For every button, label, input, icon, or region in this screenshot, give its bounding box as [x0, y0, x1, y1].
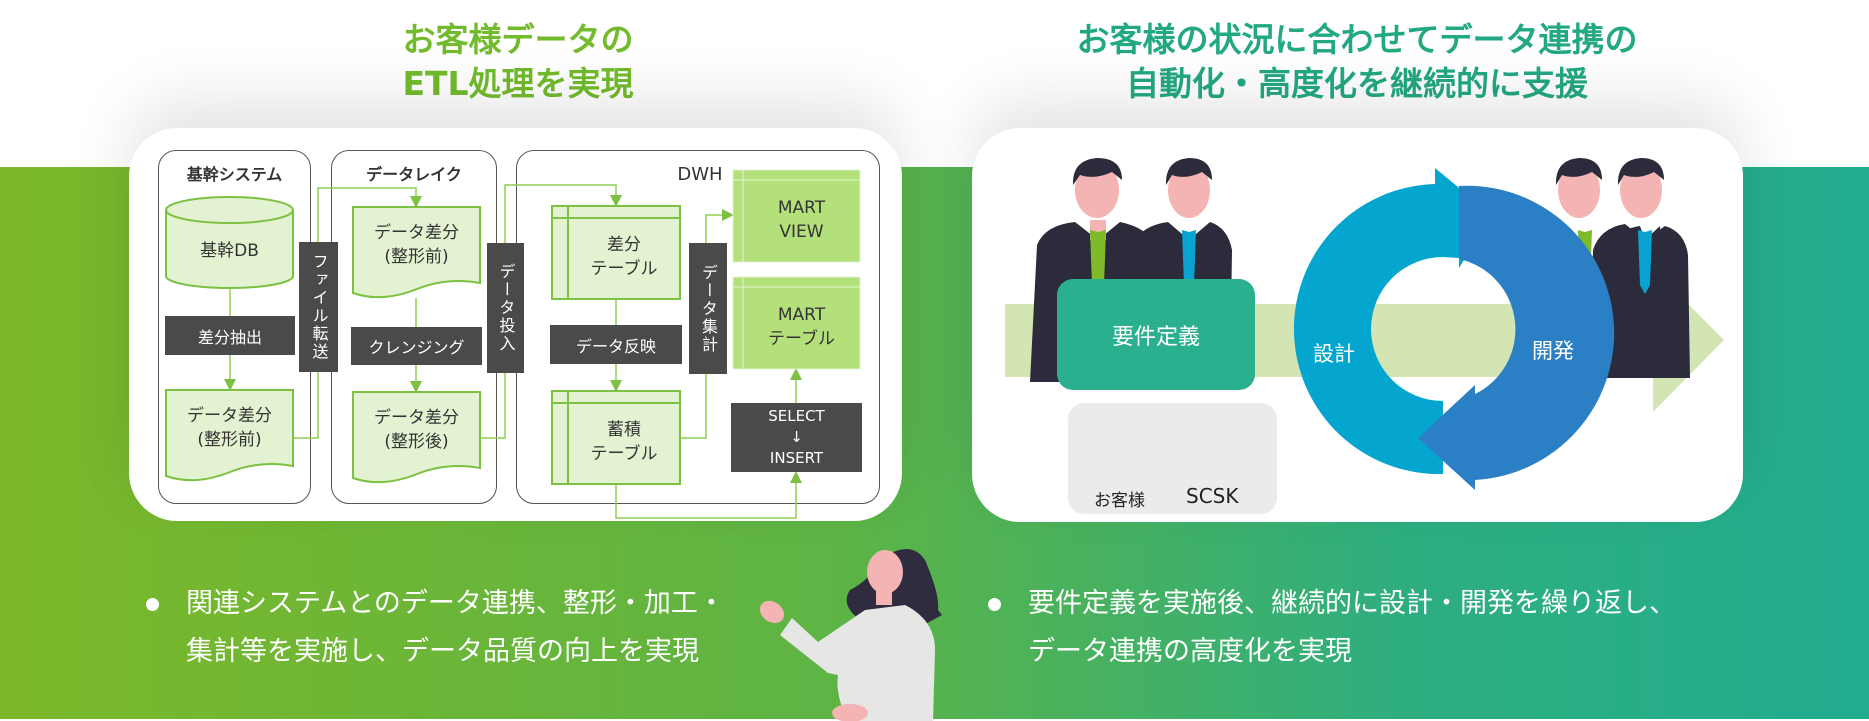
store-table-label: 蓄積テーブル	[568, 407, 680, 477]
left-title-line2: ETL処理を実現	[402, 64, 634, 103]
db-cylinder-icon	[165, 196, 294, 289]
line: ↓	[790, 428, 803, 446]
core-doc-label: データ差分 (整形前)	[166, 398, 293, 458]
mart-table-shape	[732, 276, 861, 370]
arrow-file-transfer	[293, 187, 422, 439]
line: (整形前)	[197, 430, 262, 450]
right-bullet: 要件定義を実施後、継続的に設計・開発を繰り返し、 データ連携の高度化を実現	[988, 580, 1676, 676]
bullet-dot-icon	[988, 598, 1001, 611]
data-reflect-step: データ反映	[550, 325, 682, 364]
bullet-dot-icon	[146, 598, 159, 611]
data-load-step: データ投入	[487, 243, 524, 373]
line: テーブル	[590, 444, 658, 464]
data-aggregate-step: データ集計	[689, 243, 727, 374]
right-bullet-line1: 要件定義を実施後、継続的に設計・開発を繰り返し、	[1028, 588, 1676, 619]
left-title-line1: お客様データの	[402, 20, 634, 59]
left-title: お客様データの ETL処理を実現	[318, 18, 718, 106]
arrow-to-select	[615, 471, 802, 519]
dwh-header: DWH	[677, 164, 723, 185]
legend-customer-label: お客様	[1094, 491, 1145, 511]
table-shape-diff	[551, 205, 681, 300]
line: 差分	[607, 235, 641, 255]
select-insert-step: SELECT ↓ INSERT	[731, 403, 862, 472]
line: SELECT	[768, 407, 825, 425]
mart-table-label: MART テーブル	[743, 289, 860, 365]
arrow-data-load	[480, 184, 622, 439]
line: MART	[777, 305, 826, 325]
cycle-develop-label: 開発	[1532, 339, 1574, 363]
doc-shape-lake1	[352, 206, 481, 299]
left-bullet: 関連システムとのデータ連携、整形・加工・ 集計等を実施し、データ品質の向上を実現	[146, 580, 725, 676]
right-title-line1: お客様の状況に合わせてデータ連携の	[1076, 20, 1638, 59]
line: (整形後)	[384, 432, 449, 452]
right-title-line2: 自動化・高度化を継続的に支援	[1126, 64, 1588, 103]
cycle-arrows-icon	[1293, 168, 1615, 490]
left-bullet-line1: 関連システムとのデータ連携、整形・加工・	[186, 588, 725, 619]
line: MART	[777, 198, 826, 218]
right-bullet-line2: データ連携の高度化を実現	[1028, 636, 1352, 667]
doc-shape-lake2	[352, 391, 481, 484]
line: (整形前)	[384, 247, 449, 267]
line: データ差分	[374, 223, 459, 243]
line: データ差分	[374, 408, 459, 428]
line: テーブル	[590, 259, 658, 279]
left-bullet-line2: 集計等を実施し、データ品質の向上を実現	[186, 636, 699, 667]
legend-box	[1068, 403, 1277, 514]
cleansing-step: クレンジング	[351, 327, 482, 365]
core-db-label: 基幹DB	[200, 241, 259, 261]
line: 蓄積	[607, 420, 641, 440]
line: データ差分	[187, 406, 272, 426]
line: テーブル	[768, 329, 835, 349]
line: VIEW	[779, 222, 824, 242]
doc-shape-core	[165, 389, 294, 482]
cycle-design-label: 設計	[1313, 342, 1355, 366]
core-system-header: 基幹システム	[186, 165, 283, 184]
diff-table-label: 差分テーブル	[568, 222, 680, 292]
diff-extract-step: 差分抽出	[165, 316, 295, 355]
mart-view-label: MART VIEW	[743, 182, 860, 258]
presenter-woman-illustration	[759, 549, 942, 721]
requirements-definition-box: 要件定義	[1057, 279, 1255, 390]
table-shape-store	[551, 390, 681, 485]
lake-doc1-label: データ差分 (整形前)	[353, 215, 480, 275]
lake-doc2-label: データ差分 (整形後)	[353, 400, 480, 460]
file-transfer-step: ファイル転送	[299, 242, 338, 372]
data-lake-header: データレイク	[366, 165, 462, 184]
right-title: お客様の状況に合わせてデータ連携の 自動化・高度化を継続的に支援	[1037, 18, 1677, 106]
mart-view-shape	[732, 169, 861, 263]
line: INSERT	[769, 449, 824, 467]
person-icon-scsk-right	[1600, 158, 1690, 378]
legend-scsk-label: SCSK	[1186, 484, 1239, 508]
